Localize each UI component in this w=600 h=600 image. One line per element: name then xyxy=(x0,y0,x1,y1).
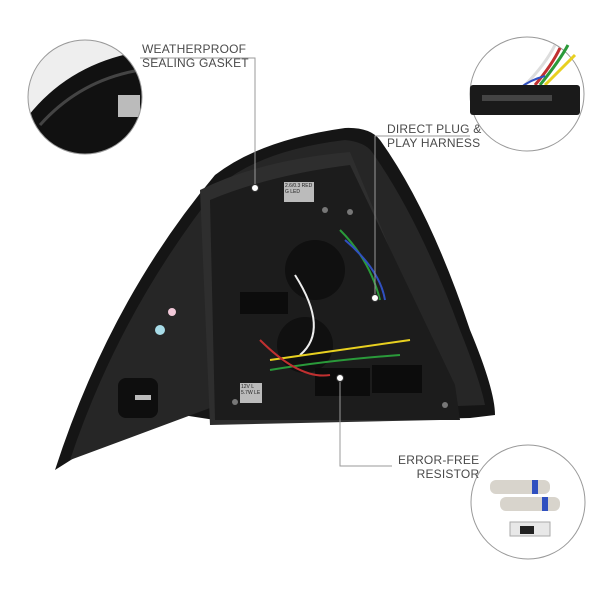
callout-lines xyxy=(140,57,470,467)
callout-dot-resistor xyxy=(336,374,344,382)
bulb-label-top-text: 2.6/0.3 RED G LED xyxy=(285,183,313,195)
resistor-block-right xyxy=(372,365,422,393)
bulb-socket-top xyxy=(285,240,345,300)
bulb-label-top xyxy=(284,182,314,202)
callout-error-free-resistor: ERROR-FREE RESISTOR xyxy=(398,453,479,481)
inset-harness xyxy=(469,36,585,152)
callout-line-2: PLAY HARNESS xyxy=(387,136,481,150)
callout-line-2: SEALING GASKET xyxy=(142,56,249,70)
callout-plug-harness: DIRECT PLUG & PLAY HARNESS xyxy=(387,122,481,150)
callout-dot-harness xyxy=(371,294,379,302)
bulb-label-bottom-text: 12V L 5.7W LE xyxy=(241,384,261,396)
bulb-label-bottom xyxy=(240,383,262,403)
resistor-block-center xyxy=(315,368,370,396)
callout-dot-gasket xyxy=(251,184,259,192)
inset-resistor xyxy=(470,444,586,560)
inset-gasket xyxy=(27,39,143,155)
indicator-dot-blue xyxy=(155,325,165,335)
callout-line-1: ERROR-FREE xyxy=(398,453,480,467)
callout-line-1: DIRECT PLUG & xyxy=(387,122,482,136)
callout-line-1: WEATHERPROOF xyxy=(142,42,247,56)
resistor-block-left xyxy=(240,292,288,314)
mount-stud xyxy=(135,395,151,400)
callout-line-2: RESISTOR xyxy=(416,467,480,481)
callout-weatherproof-gasket: WEATHERPROOF SEALING GASKET xyxy=(142,42,249,70)
tail-light-housing xyxy=(55,127,495,470)
indicator-dot-pink xyxy=(168,308,176,316)
bulb-socket-bottom xyxy=(277,317,333,373)
